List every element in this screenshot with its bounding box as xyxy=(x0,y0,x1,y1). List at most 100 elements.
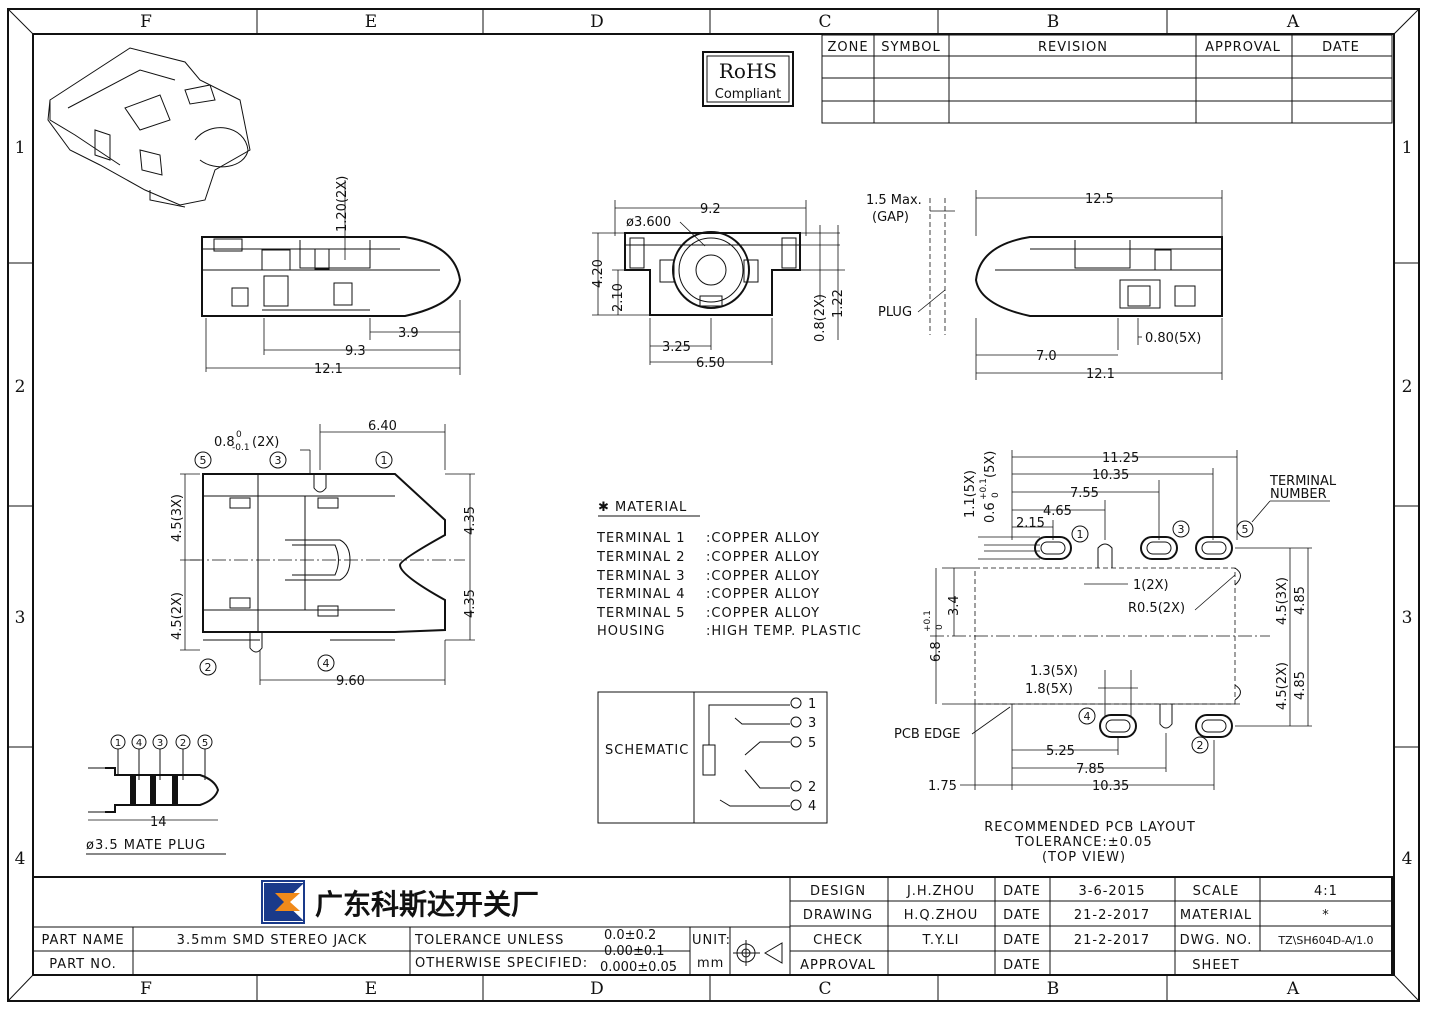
pcb-caption-1: RECOMMENDED PCB LAYOUT xyxy=(984,820,1196,835)
terminal-number-label-2: NUMBER xyxy=(1270,487,1327,502)
rev-header-symbol: SYMBOL xyxy=(881,40,941,55)
col-label-a-bottom: A xyxy=(1286,979,1300,999)
material-part-3: TERMINAL 3 xyxy=(596,569,686,584)
dim-front-92: 9.2 xyxy=(700,202,721,217)
pcb-dim-13: 1.3(5X) xyxy=(1030,664,1078,679)
pcb-dim-785: 7.85 xyxy=(1076,762,1105,777)
design-date-label: DATE xyxy=(1003,884,1041,899)
dim-top-45-3x: 4.5(3X) xyxy=(170,494,185,542)
tolerance-value-1: 0.0±0.2 xyxy=(604,928,656,943)
dim-right-121: 12.1 xyxy=(1086,367,1115,382)
pcb-dim-18: 1.8(5X) xyxy=(1025,682,1073,697)
pcb-dim-1035-top: 10.35 xyxy=(1092,468,1129,483)
row-label-4-left: 4 xyxy=(15,849,26,869)
col-label-d-top: D xyxy=(590,12,604,32)
company-name: 广东科斯达开关厂 xyxy=(315,888,539,921)
rev-header-zone: ZONE xyxy=(827,40,868,55)
mate-plug: 1 4 3 2 5 14 ø3.5 MATE PLUG xyxy=(86,734,226,855)
design-date: 3-6-2015 xyxy=(1078,884,1145,899)
material-value-3: :COPPER ALLOY xyxy=(706,569,820,584)
dim-front-210: 2.10 xyxy=(611,283,626,312)
schematic-pin-4: 4 xyxy=(808,799,816,814)
side-view-right: 12.5 1.5 Max. (GAP) PLUG 0.80(5X) 7.0 12… xyxy=(866,190,1223,382)
pcb-layout: 11.25 10.35 7.55 4.65 2.15 1.1(5X) 0.6 +… xyxy=(894,450,1337,865)
plug-label: ø3.5 MATE PLUG xyxy=(86,838,206,853)
terminal-number-label-1: TERMINAL xyxy=(1269,474,1337,489)
material-part-1: TERMINAL 1 xyxy=(596,531,686,546)
pcb-pad-3: 3 xyxy=(1178,523,1185,536)
pcb-dim-06-suffix: (5X) xyxy=(983,451,998,478)
col-label-f-bottom: F xyxy=(140,979,152,999)
approval-label: APPROVAL xyxy=(800,958,876,973)
drawing-date: 21-2-2017 xyxy=(1074,908,1150,923)
dim-front-hole: ø3.600 xyxy=(626,215,671,230)
pcb-dim-11: 1.1(5X) xyxy=(963,470,978,518)
design-label: DESIGN xyxy=(810,884,866,899)
design-name: J.H.ZHOU xyxy=(906,884,975,899)
unit-value: mm xyxy=(697,956,724,971)
dim-top-45-2x: 4.5(2X) xyxy=(170,592,185,640)
dim-front-420: 4.20 xyxy=(591,259,606,288)
dim-top-08-sub: -0.1 xyxy=(232,443,250,453)
pcb-dim-1125: 11.25 xyxy=(1102,451,1139,466)
pcb-dim-465: 4.65 xyxy=(1043,504,1072,519)
plug-num-4: 4 xyxy=(136,738,142,749)
pcb-dim-r05: R0.5(2X) xyxy=(1128,601,1185,616)
col-label-f-top: F xyxy=(140,12,152,32)
title-block: 广东科斯达开关厂 DESIGN J.H.ZHOU DATE 3-6-2015 S… xyxy=(32,876,1393,976)
isometric-view xyxy=(47,47,251,208)
pcb-dim-68-sup: +0.1 xyxy=(923,610,933,632)
top-terminal-3: 3 xyxy=(275,454,282,467)
material-value: * xyxy=(1322,908,1330,923)
scale-label: SCALE xyxy=(1193,884,1240,899)
rohs-badge: RoHS Compliant xyxy=(702,51,794,107)
row-label-3-left: 3 xyxy=(15,608,26,628)
row-label-2-right: 2 xyxy=(1402,377,1413,397)
material-part-housing: HOUSING xyxy=(597,624,665,639)
schematic-pin-1: 1 xyxy=(808,697,816,712)
gap-label-2: (GAP) xyxy=(872,210,909,225)
top-terminal-5: 5 xyxy=(200,454,207,467)
plug-label: PLUG xyxy=(878,305,912,320)
col-label-b-bottom: B xyxy=(1047,979,1060,999)
col-label-a-top: A xyxy=(1286,12,1300,32)
check-date-label: DATE xyxy=(1003,933,1041,948)
material-value-housing: :HIGH TEMP. PLASTIC xyxy=(706,624,862,639)
part-name-value: 3.5mm SMD STEREO JACK xyxy=(177,933,368,948)
part-no-label: PART NO. xyxy=(49,957,117,972)
pcb-dim-485-b: 4.85 xyxy=(1293,671,1308,700)
row-label-3-right: 3 xyxy=(1402,608,1413,628)
dim-left-120: 1.20(2X) xyxy=(335,176,350,232)
drawing-name: H.Q.ZHOU xyxy=(904,908,978,923)
dim-front-650: 6.50 xyxy=(696,356,725,371)
schematic-pin-3: 3 xyxy=(808,716,816,731)
tolerance-value-3: 0.000±0.05 xyxy=(600,960,677,975)
row-label-1-left: 1 xyxy=(15,138,26,158)
approval-date-label: DATE xyxy=(1003,958,1041,973)
dim-top-08-suffix: (2X) xyxy=(252,435,279,450)
material-part-4: TERMINAL 4 xyxy=(596,587,686,602)
front-view: 9.2 ø3.600 4.20 2.10 0.8(2X) 1.22 3.25 6… xyxy=(591,200,846,371)
material-label: MATERIAL xyxy=(1180,908,1252,923)
schematic-pin-2: 2 xyxy=(808,780,816,795)
rev-header-date: DATE xyxy=(1322,40,1360,55)
pcb-dim-1035-bottom: 10.35 xyxy=(1092,779,1129,794)
tolerance-label-1: TOLERANCE UNLESS xyxy=(414,933,564,948)
side-view-left: 1.20(2X) 3.9 9.3 12.1 xyxy=(201,176,462,377)
plug-num-3: 3 xyxy=(157,738,163,749)
material-list: ✱ MATERIAL TERMINAL 1 :COPPER ALLOY TERM… xyxy=(596,500,862,639)
material-value-5: :COPPER ALLOY xyxy=(706,606,820,621)
pcb-dim-45-3x: 4.5(3X) xyxy=(1275,577,1290,625)
plug-num-1: 1 xyxy=(115,738,121,749)
scale-value: 4:1 xyxy=(1314,884,1338,899)
check-name: T.Y.LI xyxy=(921,933,959,948)
pcb-pad-5: 5 xyxy=(1242,523,1249,536)
plug-num-2: 2 xyxy=(180,738,186,749)
top-view: 6.40 0.8 0 -0.1 (2X) 4.5(3X) 4.5(2X) 4.3… xyxy=(170,419,478,689)
tolerance-label-2: OTHERWISE SPECIFIED: xyxy=(415,956,588,971)
row-label-2-left: 2 xyxy=(15,377,26,397)
rohs-title: RoHS xyxy=(719,59,777,83)
pcb-dim-755: 7.55 xyxy=(1070,486,1099,501)
company-logo-icon xyxy=(261,880,305,924)
